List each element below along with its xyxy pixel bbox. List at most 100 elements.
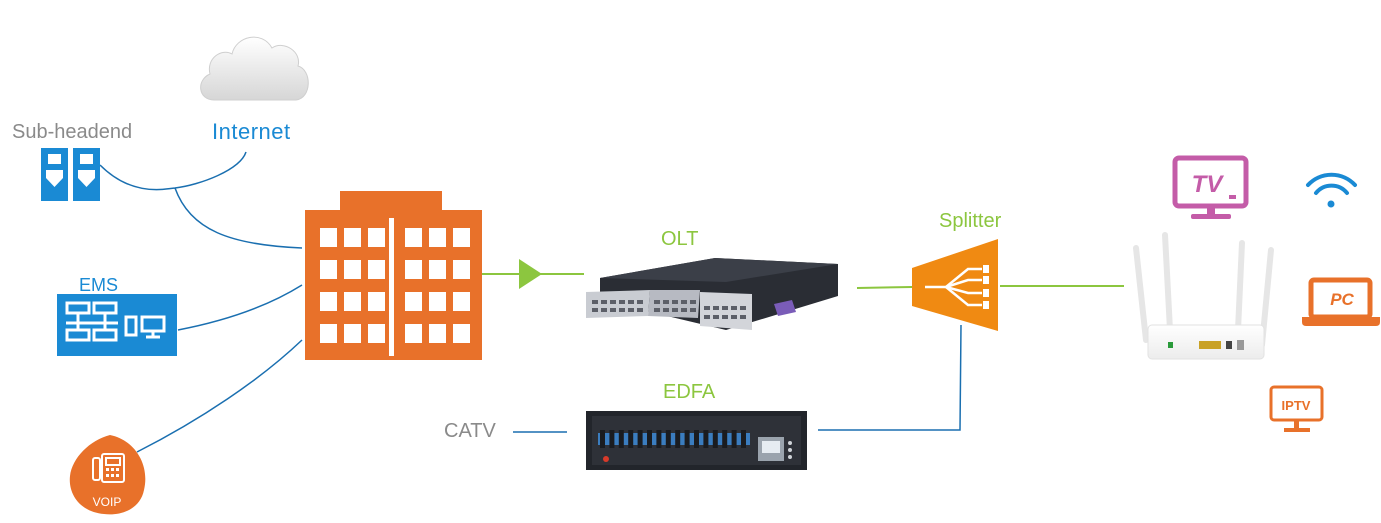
olt-splitter-link	[856, 286, 913, 289]
sub-headend-label: Sub-headend	[12, 121, 133, 143]
edfa-slot	[703, 430, 709, 448]
voip-phone-icon: VOIP	[69, 435, 146, 515]
building-window	[405, 324, 422, 343]
wifi-icon	[1306, 172, 1357, 208]
sub-headend-link	[99, 164, 176, 191]
building-window	[405, 260, 422, 279]
olt-port	[713, 306, 719, 310]
edfa-slot	[600, 430, 605, 448]
olt-port	[672, 300, 678, 304]
edfa-slot	[647, 430, 652, 448]
olt-port	[722, 315, 728, 319]
edfa-slot	[712, 430, 718, 448]
building-window	[344, 260, 361, 279]
iptv-label: IPTV	[1282, 398, 1311, 413]
edfa-slot	[675, 430, 681, 448]
sub-headend-icon	[41, 148, 100, 201]
building-window	[405, 228, 422, 247]
router-icon	[1133, 232, 1274, 360]
olt-port	[592, 300, 598, 304]
pc-icon: PC	[1302, 277, 1380, 326]
olt-port	[731, 306, 737, 310]
building-window	[429, 324, 446, 343]
olt-port	[610, 300, 616, 304]
edfa-slot	[684, 430, 690, 448]
catv-label: CATV	[444, 420, 496, 442]
ems-label: EMS	[79, 275, 119, 295]
building-window	[429, 292, 446, 311]
olt-port	[637, 308, 643, 312]
edfa-slot	[665, 430, 671, 448]
ems-link	[177, 284, 303, 331]
building-window	[453, 324, 470, 343]
olt-port	[731, 315, 737, 319]
edfa-slot	[741, 430, 746, 448]
edfa-slot	[656, 430, 662, 448]
voip-link	[136, 339, 303, 453]
building-window	[405, 292, 422, 311]
tv-icon: TV	[1172, 155, 1249, 219]
olt-port	[672, 308, 678, 312]
pc-label: PC	[1330, 290, 1354, 309]
olt-port	[722, 306, 728, 310]
olt-port	[704, 306, 710, 310]
olt-port	[740, 315, 746, 319]
building-window	[320, 324, 337, 343]
edfa-slot	[628, 430, 634, 448]
olt-port	[654, 308, 660, 312]
cloud-icon	[200, 36, 309, 101]
trunk-link	[174, 187, 303, 249]
olt-port	[637, 300, 643, 304]
olt-label: OLT	[661, 228, 699, 250]
edfa-slot	[637, 430, 643, 448]
building-window	[320, 260, 337, 279]
olt-port	[690, 308, 696, 312]
olt-port	[654, 300, 660, 304]
olt-port	[681, 308, 687, 312]
iptv-icon: IPTV	[1269, 385, 1324, 432]
olt-port	[628, 300, 634, 304]
building-window	[368, 324, 385, 343]
building-window	[453, 292, 470, 311]
connection-lines	[99, 151, 1124, 453]
olt-port	[663, 308, 669, 312]
olt-port	[704, 315, 710, 319]
building-window	[429, 260, 446, 279]
building-window	[429, 228, 446, 247]
edfa-label: EDFA	[663, 381, 716, 403]
building-window	[320, 292, 337, 311]
olt-port	[740, 306, 746, 310]
olt-port	[601, 308, 607, 312]
olt-port	[619, 308, 625, 312]
building-window	[320, 228, 337, 247]
edfa-slot	[731, 430, 737, 448]
olt-port	[663, 300, 669, 304]
building-window	[368, 292, 385, 311]
building-window	[344, 228, 361, 247]
edfa-device-icon	[586, 411, 807, 470]
olt-device-icon	[586, 258, 838, 330]
building-window	[368, 260, 385, 279]
olt-port	[610, 308, 616, 312]
building-icon	[305, 191, 482, 360]
edfa-slot	[694, 430, 699, 448]
edfa-slot	[722, 430, 728, 448]
building-window	[453, 260, 470, 279]
building-window	[368, 228, 385, 247]
olt-port	[628, 308, 634, 312]
olt-port	[601, 300, 607, 304]
splitter-label: Splitter	[939, 210, 1002, 232]
edfa-slot	[618, 430, 624, 448]
olt-port	[690, 300, 696, 304]
olt-port	[681, 300, 687, 304]
olt-port	[592, 308, 598, 312]
building-window	[344, 292, 361, 311]
flow-arrow-icon	[519, 259, 542, 289]
building-window	[453, 228, 470, 247]
tv-label: TV	[1192, 171, 1225, 198]
edfa-splitter-link	[818, 324, 962, 431]
splitter-icon	[912, 239, 998, 331]
building-window	[344, 324, 361, 343]
edfa-slot	[609, 430, 615, 448]
